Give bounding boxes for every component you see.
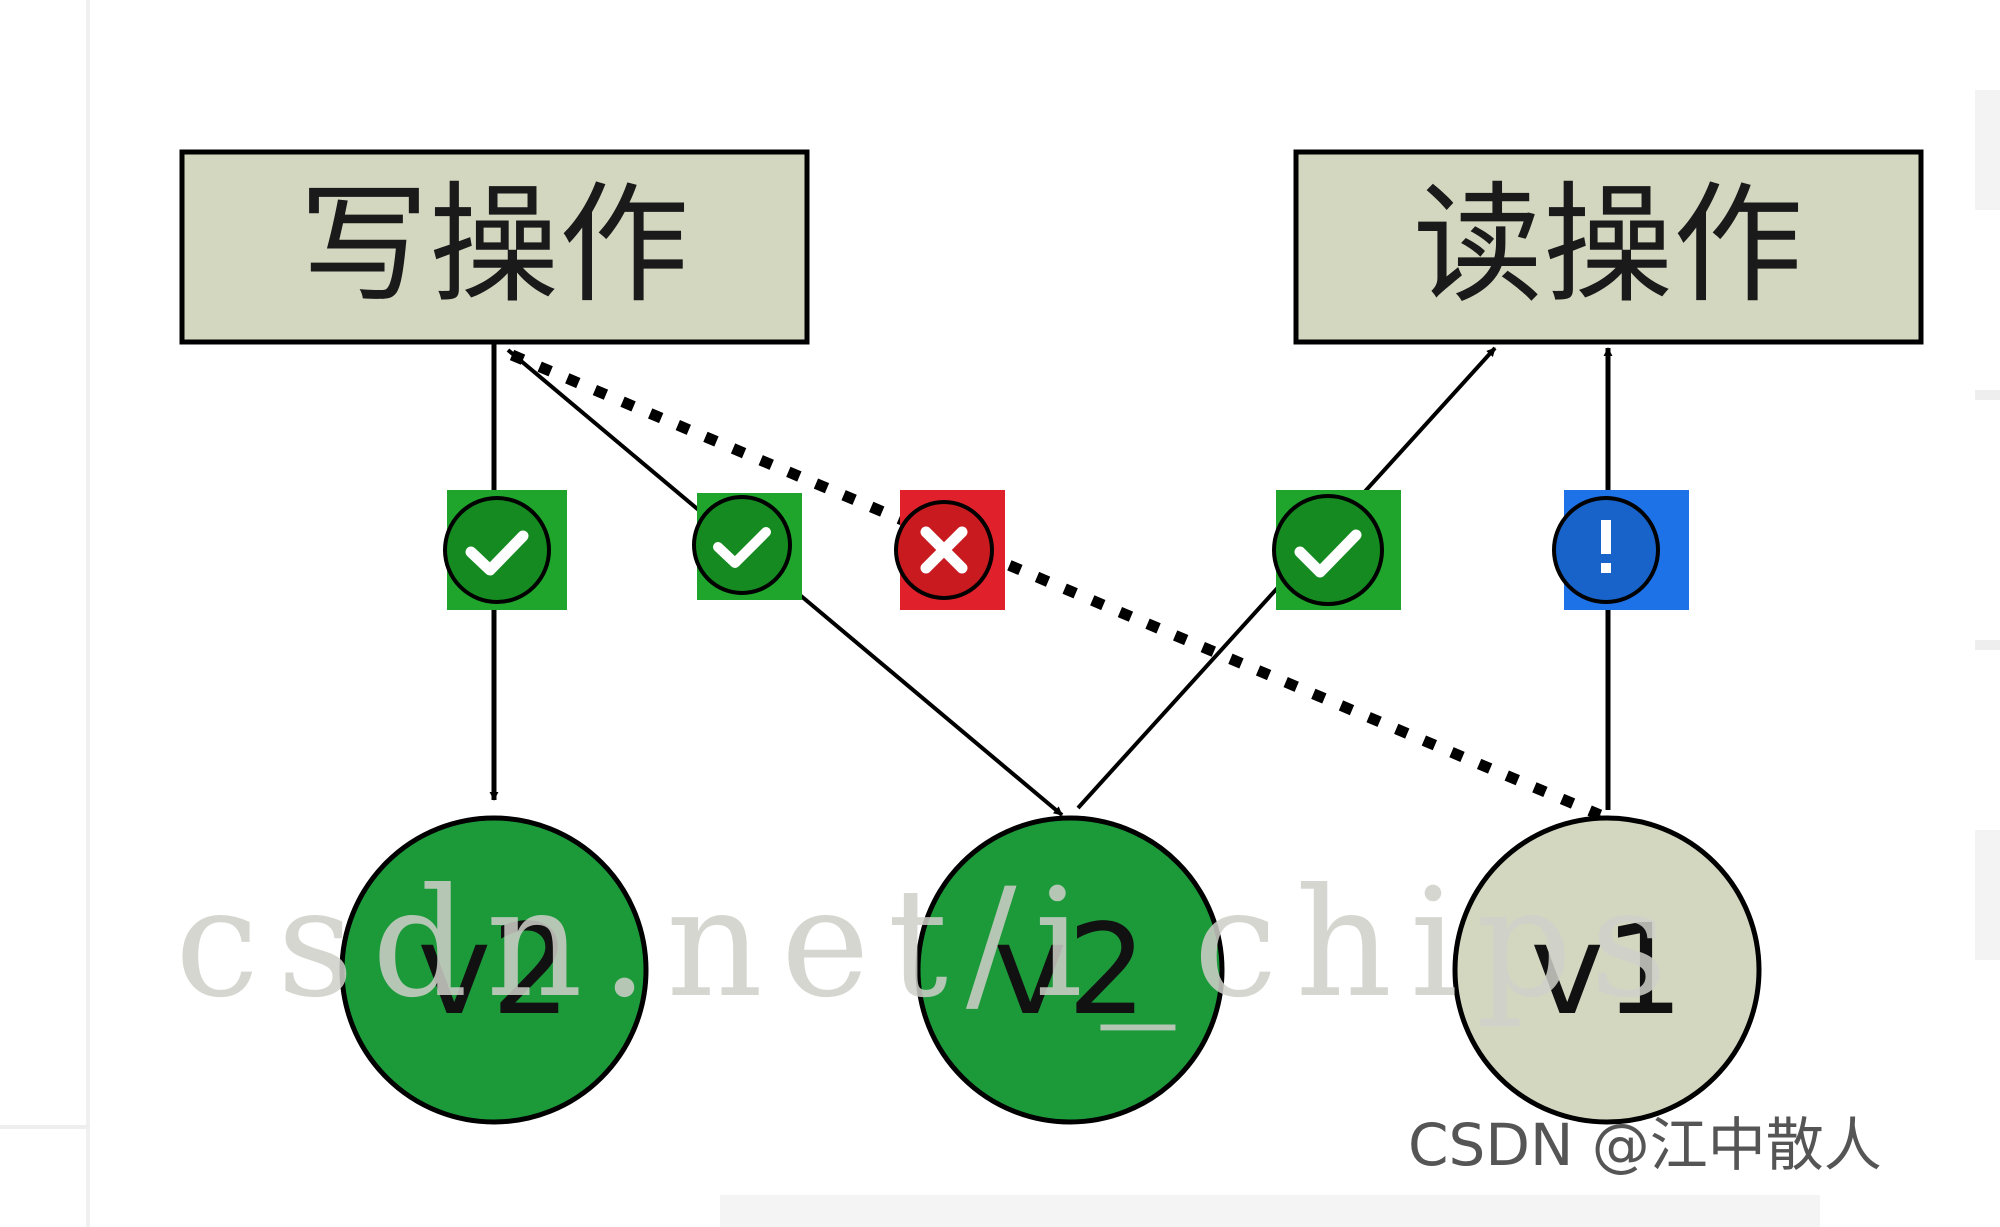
bottom-edge-fragment <box>720 1195 1820 1227</box>
edge-write-to-right-v1-dotted <box>509 349 1603 821</box>
node-middle-v2-label: v2 <box>993 898 1147 1043</box>
exclamation-icon <box>1601 520 1611 554</box>
right-edge-fragment-4 <box>1975 830 2000 960</box>
right-edge-fragment-1 <box>1975 90 2000 210</box>
node-right-v1-label: v1 <box>1530 898 1684 1043</box>
credit-text: CSDN @江中散人 <box>1408 1111 1882 1179</box>
read-operation-box: 读操作 <box>1293 149 1924 345</box>
read-operation-label: 读操作 <box>1413 169 1803 321</box>
node-left-v2: v2 <box>339 815 649 1125</box>
ok-badge-2 <box>692 493 802 600</box>
info-badge <box>1552 490 1689 610</box>
ok-badge-3 <box>1272 490 1401 610</box>
right-edge-fragment-3 <box>1975 640 2000 650</box>
check-icon <box>713 527 771 568</box>
node-middle-v2: v2 <box>915 815 1225 1125</box>
check-icon <box>465 530 529 576</box>
watermark-text: csdn.net/i_chips <box>175 857 1685 1031</box>
cross-icon <box>920 526 968 574</box>
node-right-v1: v1 <box>1452 815 1762 1125</box>
right-edge-fragment-2 <box>1975 390 2000 400</box>
error-badge <box>894 490 1005 610</box>
write-operation-label: 写操作 <box>299 169 689 321</box>
write-operation-box: 写操作 <box>179 149 810 345</box>
check-icon <box>1294 529 1362 578</box>
node-left-v2-label: v2 <box>417 898 571 1043</box>
ok-badge-1 <box>443 490 567 610</box>
